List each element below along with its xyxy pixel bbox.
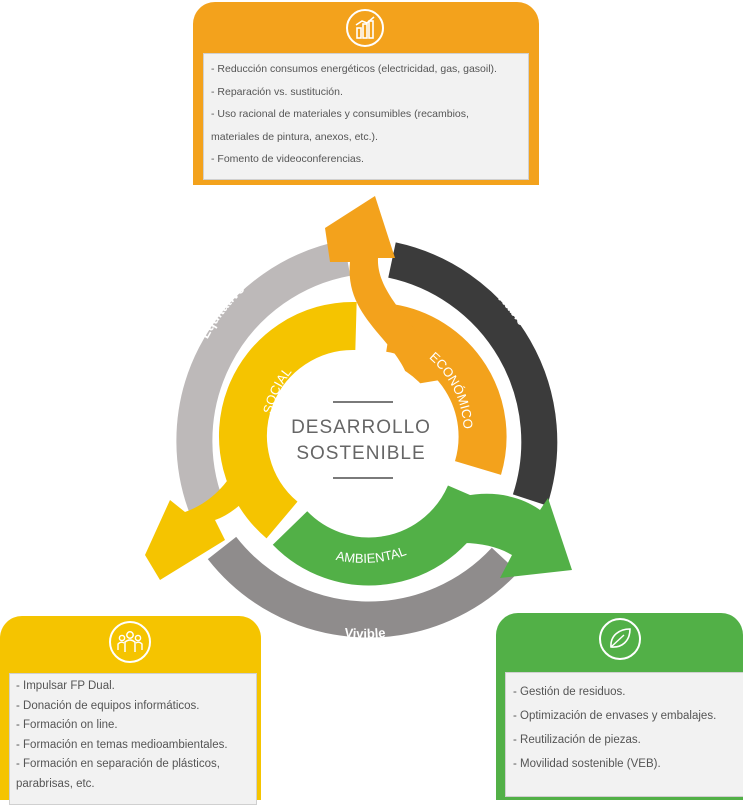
center-disc (279, 358, 443, 522)
economico-card: - Reducción consumos energéticos (electr… (193, 2, 539, 185)
label-vivible: Vivible (344, 625, 386, 641)
ambiental-card: - Gestión de residuos. - Optimización de… (496, 613, 743, 800)
list-item: - Movilidad sostenible (VEB). (513, 758, 661, 770)
ring-equitativo-segment (176, 240, 351, 528)
social-list: - Impulsar FP Dual. - Donación de equipo… (16, 677, 256, 794)
center-title-line2: SOSTENIBLE (296, 443, 425, 464)
list-item: - Reducción consumos energéticos (electr… (211, 63, 497, 75)
economico-list: - Reducción consumos energéticos (electr… (211, 58, 528, 171)
bar-chart-icon (345, 8, 385, 53)
economico-list-panel: - Reducción consumos energéticos (electr… (203, 53, 529, 180)
economico-arrow (325, 196, 440, 385)
svg-text:Vivible: Vivible (344, 625, 386, 641)
social-card: - Impulsar FP Dual. - Donación de equipo… (0, 616, 261, 805)
list-item: - Reparación vs. sustitución. (211, 85, 343, 98)
list-item: - Formación en temas medioambientales. (16, 738, 228, 751)
ambiental-list-panel: - Gestión de residuos. - Optimización de… (505, 672, 743, 797)
social-list-panel: - Impulsar FP Dual. - Donación de equipo… (9, 673, 257, 805)
people-icon (108, 620, 152, 669)
center-title-line1: DESARROLLO (291, 417, 431, 438)
list-item: - Fomento de videoconferencias. (211, 153, 364, 165)
ambiental-arrow (440, 493, 572, 578)
ambiental-list: - Gestión de residuos. - Optimización de… (513, 680, 743, 776)
list-item: materiales de pintura, anexos, etc.). (211, 130, 378, 143)
list-item: parabrisas, etc. (16, 777, 95, 790)
list-item: - Reutilización de piezas. (513, 734, 641, 746)
list-item: - Impulsar FP Dual. (16, 680, 115, 692)
social-inner-arc (219, 301, 357, 539)
social-arrow (145, 460, 270, 580)
ring-vivible-segment (207, 536, 519, 638)
list-item: - Formación en separación de plásticos, (16, 758, 220, 770)
list-item: - Uso racional de materiales y consumibl… (211, 108, 469, 120)
list-item: - Formación on line. (16, 719, 118, 731)
ring-viable-segment (388, 242, 558, 506)
list-item: - Gestión de residuos. (513, 686, 626, 698)
leaf-icon (598, 617, 642, 666)
list-item: - Optimización de envases y embalajes. (513, 710, 717, 722)
list-item: - Donación de equipos informáticos. (16, 699, 200, 712)
